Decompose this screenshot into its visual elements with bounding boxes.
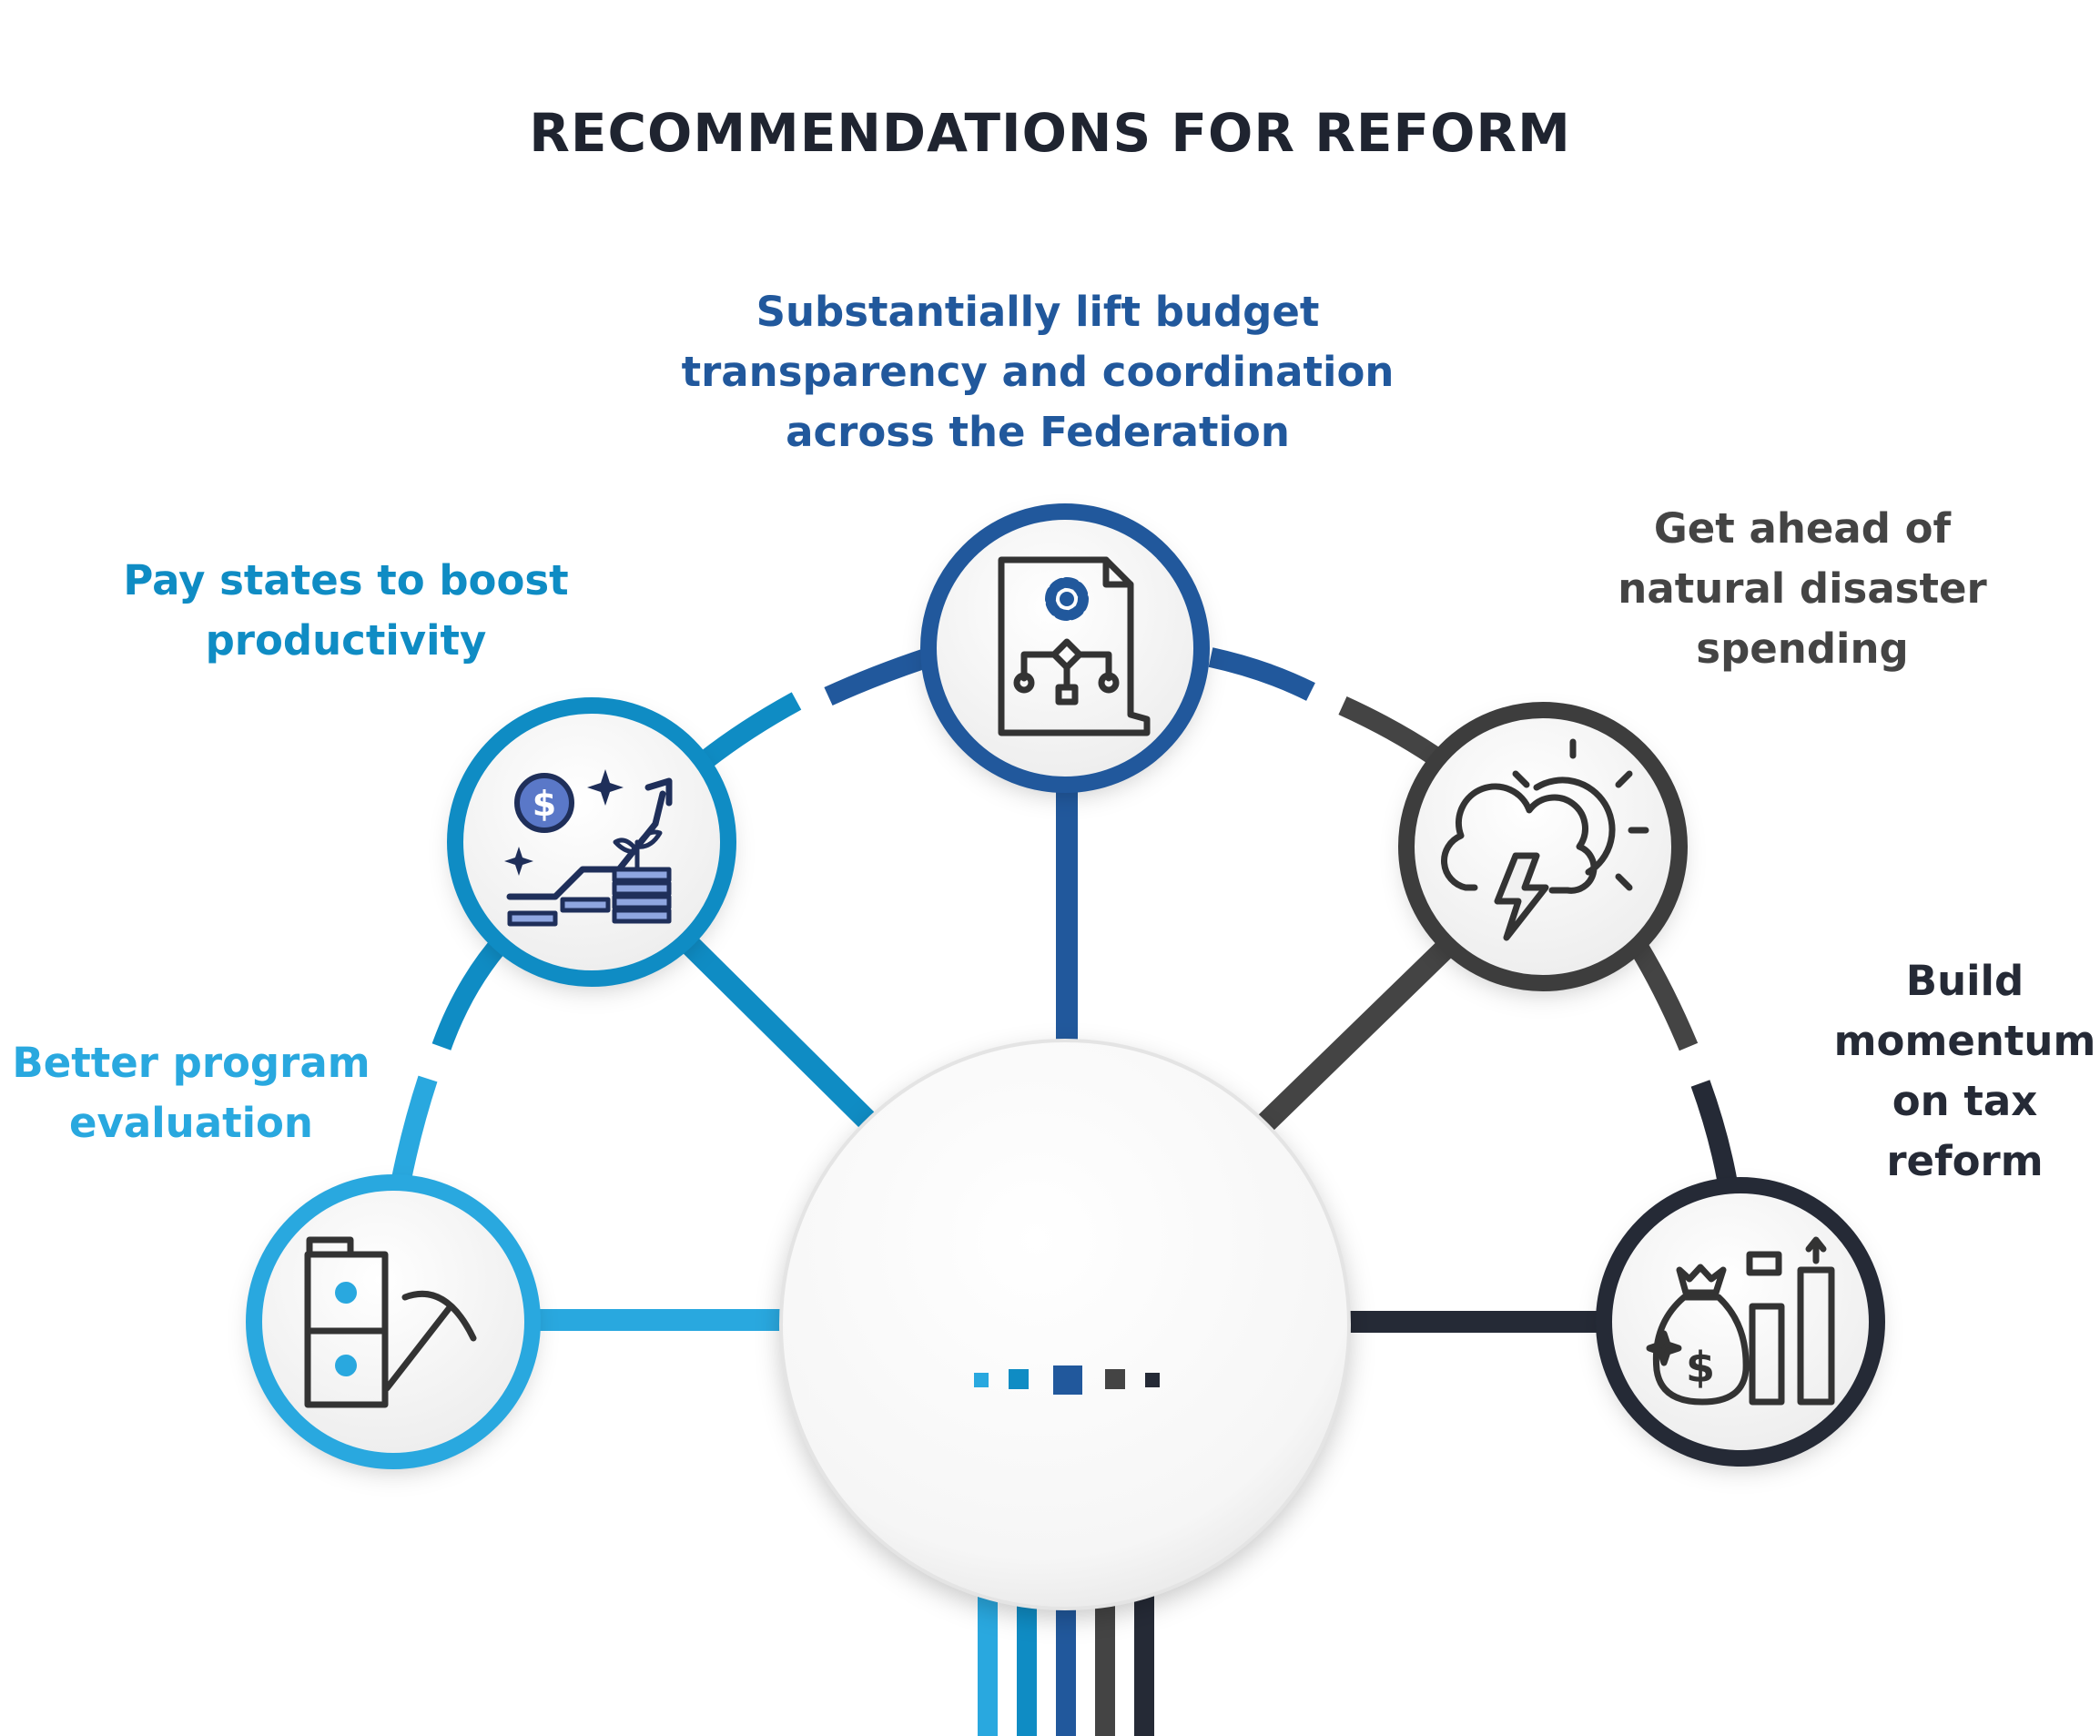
- label-disaster: Get ahead of natural disaster spending: [1593, 499, 2012, 679]
- label-productivity: Pay states to boost productivity: [109, 551, 583, 671]
- label-line: Substantially lift budget: [756, 288, 1320, 336]
- node-tax: $: [1596, 1177, 1885, 1467]
- node-productivity: $: [447, 697, 736, 987]
- label-line: reform: [1886, 1137, 2044, 1185]
- label-line: Get ahead of: [1653, 504, 1952, 553]
- label-tax: Build momentum on tax reform: [1830, 951, 2100, 1192]
- node-evaluation: [246, 1174, 541, 1469]
- spokes: [519, 783, 1611, 1333]
- document-flowchart-icon: [998, 556, 1151, 736]
- label-line: on tax: [1892, 1077, 2038, 1125]
- label-evaluation: Better program evaluation: [0, 1033, 382, 1153]
- storm-cloud-sun-icon: [1441, 738, 1649, 941]
- outer-arc: [391, 647, 1738, 1186]
- label-line: natural disaster: [1618, 564, 1987, 613]
- label-line: Pay states to boost: [123, 556, 569, 604]
- label-transparency: Substantially lift budget transparency a…: [637, 282, 1438, 462]
- label-line: transparency and coordination: [681, 348, 1395, 396]
- label-line: productivity: [205, 616, 487, 665]
- label-line: Better program: [12, 1039, 370, 1087]
- label-line: momentum: [1833, 1017, 2096, 1065]
- svg-text:$: $: [533, 784, 556, 824]
- money-bag-chart-icon: $: [1646, 1236, 1835, 1406]
- label-line: evaluation: [69, 1099, 313, 1147]
- central-hub: [779, 1039, 1351, 1610]
- money-growth-icon: $: [504, 769, 673, 927]
- label-line: across the Federation: [786, 408, 1290, 456]
- node-transparency: [920, 503, 1210, 793]
- label-line: spending: [1696, 624, 1909, 673]
- node-disaster: [1398, 702, 1688, 991]
- hub-color-squares: [974, 1365, 1160, 1395]
- page-title: RECOMMENDATIONS FOR REFORM: [529, 102, 1571, 164]
- label-line: Build: [1905, 957, 2024, 1005]
- document-pickaxe-icon: [304, 1236, 477, 1408]
- svg-text:$: $: [1686, 1343, 1715, 1392]
